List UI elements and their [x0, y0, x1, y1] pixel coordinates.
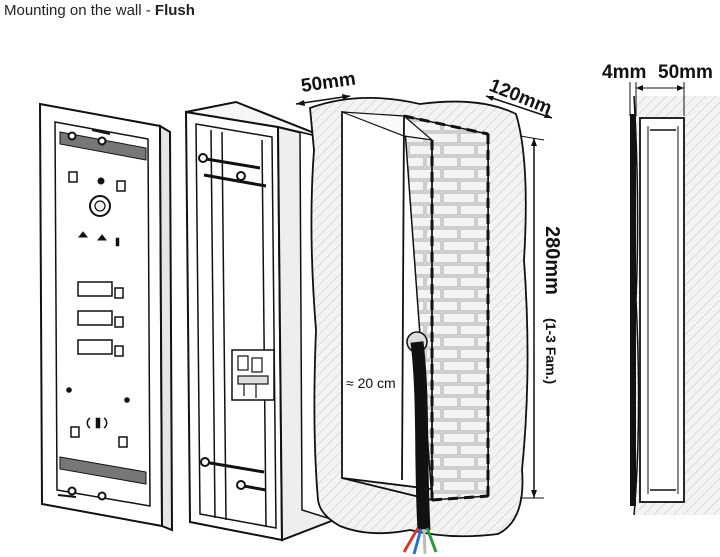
side-box	[639, 117, 685, 503]
wall-recess	[295, 94, 553, 555]
cable-length-label: ≈ 20 cm	[346, 375, 396, 391]
mounting-box	[184, 100, 336, 542]
wire-white	[422, 528, 427, 555]
recess-width-label: 50mm	[300, 69, 357, 97]
wire-green	[425, 527, 438, 553]
page-title: Mounting on the wall - Flush	[4, 2, 195, 19]
side-front-plate	[630, 114, 636, 506]
title-prefix: Mounting on the wall -	[4, 2, 155, 19]
side-box-label: 50mm	[658, 62, 713, 83]
recess-height-label: 280mm	[541, 226, 563, 295]
front-panel	[38, 102, 174, 532]
title-emphasis: Flush	[154, 2, 195, 19]
side-plate-label: 4mm	[602, 62, 646, 83]
side-view	[629, 82, 720, 516]
wire-red	[402, 527, 420, 553]
wire-blue	[412, 528, 423, 555]
cable	[410, 341, 431, 531]
recess-height-note: (1-3 Fam.)	[543, 318, 559, 384]
